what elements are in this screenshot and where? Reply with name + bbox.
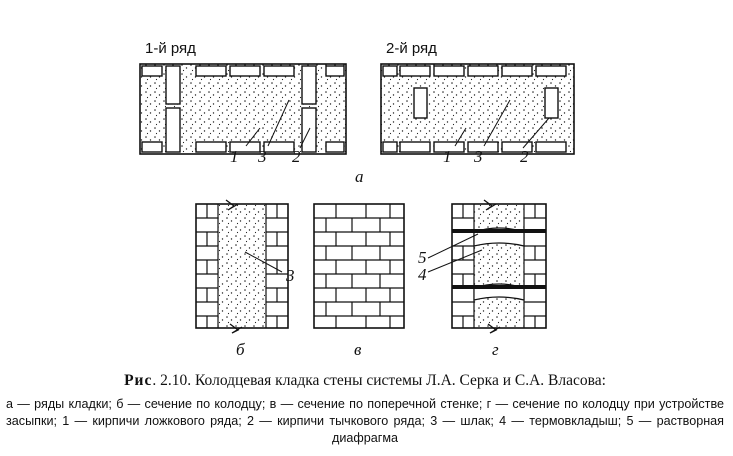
- section-g-label-4: 4: [418, 265, 427, 284]
- section-g-label-5: 5: [418, 248, 427, 267]
- row1-title: 1-й ряд: [145, 40, 196, 57]
- row2-title: 2-й ряд: [386, 40, 437, 57]
- caption-prefix: Рис: [124, 372, 153, 389]
- row1-label-1: 1: [230, 147, 239, 166]
- figure-caption-title: Рис. 2.10. Колодцевая кладка стены систе…: [6, 372, 724, 389]
- part-label-g: г: [492, 340, 499, 359]
- part-label-v: в: [354, 340, 362, 359]
- row2-label-1: 1: [443, 147, 452, 166]
- figure-caption-body: а — ряды кладки; б — сечение по колодцу;…: [6, 397, 724, 445]
- row2-plan: 2-й ряд 1 3 2: [380, 40, 575, 166]
- row1-plan: 1-й ряд 1 3 2: [139, 40, 347, 166]
- section-v: в: [313, 203, 405, 359]
- part-label-b: б: [236, 340, 245, 359]
- section-b: 3 б: [195, 199, 295, 359]
- section-g: 5 4 г: [418, 199, 547, 359]
- part-label-a: а: [355, 167, 364, 186]
- row2-label-2: 2: [520, 147, 529, 166]
- row1-label-2: 2: [292, 147, 301, 166]
- caption-title-text: . 2.10. Колодцевая кладка стены системы …: [152, 372, 606, 389]
- section-b-label-3: 3: [285, 266, 295, 285]
- row1-label-3: 3: [257, 147, 267, 166]
- row2-label-3: 3: [473, 147, 483, 166]
